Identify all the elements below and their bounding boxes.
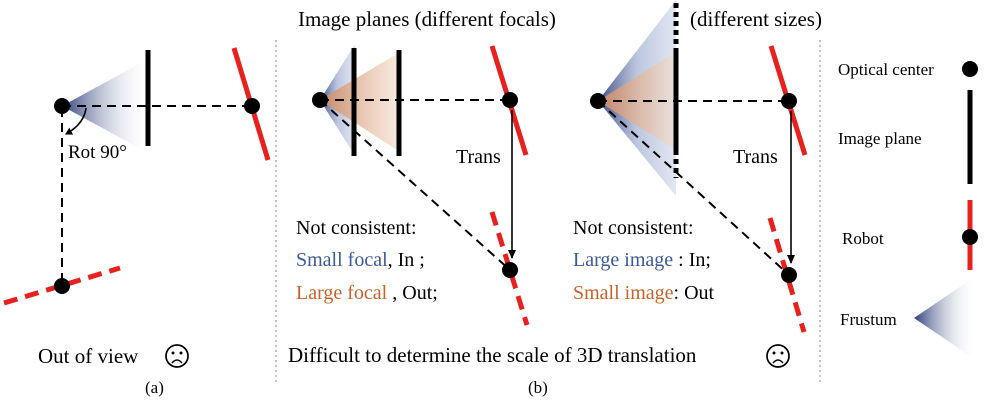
size-scenario: Trans Not consistent: Large image : In; … [573, 0, 808, 333]
frustum-a [62, 58, 150, 154]
robot-a-top-center [244, 98, 260, 114]
robot-focal-bottom-center [502, 262, 518, 278]
large-focal-text: Large focal [296, 282, 388, 304]
panel-a-caption: (a) [145, 378, 164, 397]
legend-frustum-shape [914, 276, 976, 360]
trans-label-focal: Trans [456, 146, 501, 168]
focal-scenario: Trans Not consistent: Small focal, In ; … [296, 44, 530, 326]
size-heading: Not consistent: [573, 217, 694, 239]
robot-focal-bottom [489, 211, 530, 326]
optical-center-size [590, 93, 606, 109]
frown-face-icon [766, 344, 790, 368]
robot-size-top-center [781, 93, 797, 109]
legend-robot-dot [962, 229, 978, 245]
dashed-link-size-diagonal [597, 100, 790, 276]
legend-robot-label: Robot [842, 229, 884, 248]
large-image-text: Large image [573, 249, 673, 271]
small-image-text: Small image [573, 282, 674, 304]
rotation-label: Rot 90° [68, 142, 127, 163]
trans-label-size: Trans [733, 146, 778, 168]
legend-image-plane-label: Image plane [838, 129, 922, 148]
rotation-arrow-a [65, 107, 87, 135]
size-line-2: Small image: Out [573, 282, 715, 304]
panel-b-title: Image planes (different focals) [298, 7, 556, 31]
size-line-1: Large image : In; [573, 249, 711, 271]
panel-a-outcome: Out of view [38, 344, 139, 368]
robot-size-bottom [767, 217, 807, 333]
robot-size-bottom-center [781, 267, 797, 283]
robot-focal-top-center [502, 92, 518, 108]
panel-b-title-right: (different sizes) [690, 7, 822, 31]
small-focal-text: Small focal [296, 249, 388, 271]
frown-face-icon [165, 344, 189, 368]
robot-a-bottom [3, 265, 121, 306]
optical-center-focal [312, 92, 328, 108]
legend-optical-center-label: Optical center [838, 60, 934, 79]
legend: Optical center Image plane Robot Frustum [838, 60, 978, 360]
focal-heading: Not consistent: [296, 217, 417, 239]
dashed-link-focal-diagonal [319, 99, 511, 271]
panel-a: Rot 90° Out of view (a) [3, 47, 271, 397]
robot-a-bottom-center [54, 278, 70, 294]
frustum-large-focal [320, 52, 400, 152]
focal-line-2: Large focal , Out; [296, 282, 438, 304]
legend-optical-center-dot [962, 61, 978, 77]
panel-b-caption: (b) [528, 378, 548, 397]
panel-b-outcome: Difficult to determine the scale of 3D t… [288, 343, 697, 367]
focal-line-1: Small focal, In ; [296, 249, 425, 271]
panel-b: Image planes (different focals) (differe… [288, 0, 822, 397]
optical-center-a [54, 98, 70, 114]
legend-frustum-label: Frustum [840, 310, 897, 329]
